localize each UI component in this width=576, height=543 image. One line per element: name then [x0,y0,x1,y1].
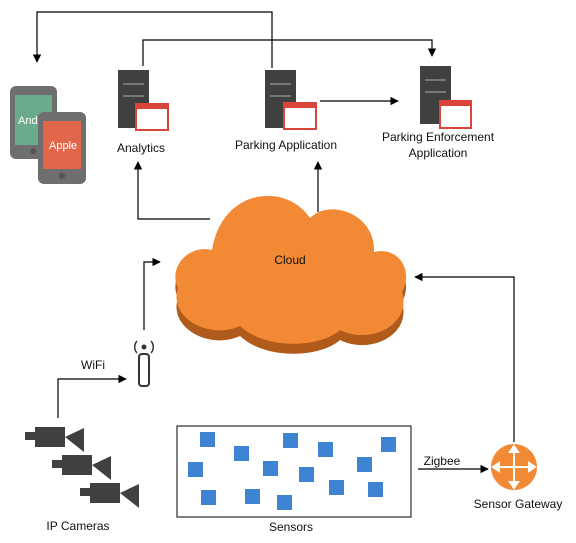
sensor-icon [201,490,216,505]
camera-icon [80,483,139,508]
sensor-icon [318,442,333,457]
parking-application-node: Parking Application [235,70,337,152]
sensor-icon [357,457,372,472]
sensor-icon [245,489,260,504]
sensor-icon [263,461,278,476]
camera-icon [52,455,111,480]
gateway-icon [491,444,537,490]
parking-enforcement-label-line1: Parking Enforcement [382,130,495,144]
ip-cameras-label: IP Cameras [46,519,109,533]
zigbee-label: Zigbee [424,454,461,468]
sensor-icon [299,467,314,482]
sensor-icon [200,432,215,447]
analytics-label: Analytics [117,141,165,155]
app-window-icon [135,103,169,131]
analytics-node: Analytics [117,70,169,155]
arrow-cloud-to-analytics [133,161,210,220]
sensors-label: Sensors [269,520,313,534]
camera-icon [25,427,84,452]
wifi-label: WiFi [81,358,105,372]
connectors [32,11,515,474]
sensor-gateway-node: Sensor Gateway [474,444,563,511]
ip-cameras-node: IP Cameras [25,427,139,533]
sensor-icon [368,482,383,497]
sensor-icon [277,495,292,510]
phone-apple: Apple [38,112,86,184]
sensors-node: Sensors [176,425,412,534]
sensor-icon [381,437,396,452]
arrow-analytics-to-enforcement [142,39,437,66]
app-window-icon [283,102,317,130]
cloud-node: Cloud [175,195,407,354]
antenna-icon [133,340,155,387]
sensor-gateway-label: Sensor Gateway [474,497,563,511]
sensor-icon [283,433,298,448]
sensor-icon [188,462,203,477]
phone-apple-label: Apple [49,140,77,152]
phone-android-label: Andr [18,115,42,127]
cloud-shape [175,195,407,344]
sensor-icon [329,480,344,495]
parking-application-label: Parking Application [235,138,337,152]
arrow-cameras-to-antenna [57,374,127,418]
arrow-gateway-to-cloud [414,272,515,442]
cloud-label: Cloud [274,253,305,267]
parking-enforcement-node: Parking Enforcement Application [382,66,495,160]
arrow-antenna-to-cloud [143,257,161,330]
sensor-icon [234,446,249,461]
parking-enforcement-label-line2: Application [409,146,468,160]
app-window-icon [439,100,472,129]
